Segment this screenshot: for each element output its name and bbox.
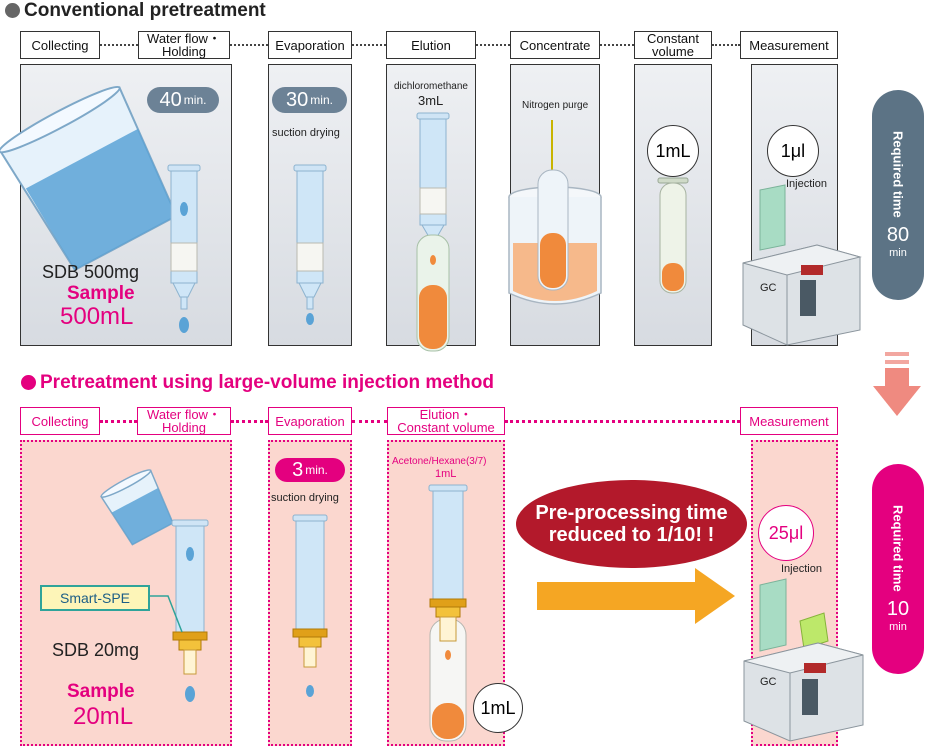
lvi-elution-solvent: Acetone/Hexane(3/7) (392, 456, 487, 467)
callout-leader-line (150, 595, 183, 633)
step-connector (100, 420, 137, 423)
lvi-elution-setup-icon (428, 484, 468, 742)
lvi-elution-volume: 1mL (435, 468, 457, 480)
step-connector (352, 420, 387, 423)
gc-instrument-icon (742, 184, 862, 346)
lvi-step-water-flow-holding: Water flow・ Holding (137, 407, 231, 435)
step-connector (231, 420, 268, 423)
step-collecting: Collecting (20, 31, 100, 59)
lvi-sample-label: Sample (67, 681, 135, 702)
lvi-gc-label: GC (760, 676, 777, 688)
step-elution: Elution (386, 31, 476, 59)
conventional-section-title: Conventional pretreatment (5, 0, 266, 22)
lvi-gc-instrument-icon (743, 578, 864, 742)
lvi-title-text: Pretreatment using large-volume injectio… (40, 372, 494, 393)
down-arrow-icon (873, 352, 921, 416)
conventional-title-text: Conventional pretreatment (24, 0, 266, 21)
step-water-flow-holding: Water flow・ Holding (138, 31, 230, 59)
step-constant-volume: Constant volume (634, 31, 712, 59)
lvi-step-collecting: Collecting (20, 407, 100, 435)
sample-volume: 500mL (60, 303, 134, 330)
lvi-step-measurement: Measurement (740, 407, 838, 435)
elution-solvent-label: dichloromethane (394, 81, 468, 92)
pink-bullet-icon (21, 375, 36, 390)
step-concentrate: Concentrate (510, 31, 600, 59)
injection-volume-circle: 1μl (767, 125, 819, 177)
vial-icon (657, 177, 689, 294)
small-beaker-icon (100, 469, 174, 546)
nitrogen-purge-label: Nitrogen purge (522, 100, 589, 111)
right-arrow-icon (537, 568, 735, 624)
lvi-injection-volume-circle: 25μl (758, 505, 814, 561)
nitrogen-purge-bath-icon (508, 120, 602, 305)
smart-spe-cartridge-icon (171, 519, 209, 702)
step-connector (712, 44, 740, 46)
step-connector (600, 44, 634, 46)
lvi-step-evaporation: Evaporation (268, 407, 352, 435)
smart-spe-label-box: Smart-SPE (40, 585, 150, 611)
sample-label: Sample (67, 283, 135, 304)
step-measurement: Measurement (740, 31, 838, 59)
required-time-10-badge: Required time 10 min (872, 464, 924, 674)
lvi-sample-volume: 20mL (73, 703, 134, 730)
elution-volume-label: 3mL (418, 93, 444, 108)
gc-label: GC (760, 282, 777, 294)
lvi-section-title: Pretreatment using large-volume injectio… (21, 372, 494, 394)
injection-label: Injection (786, 178, 827, 190)
step-connector (476, 44, 510, 46)
lvi-step-elution-constant-volume: Elution・ Constant volume (387, 407, 505, 435)
lvi-injection-label: Injection (781, 563, 822, 575)
constant-volume-circle: 1mL (647, 125, 699, 177)
step-connector (230, 44, 268, 46)
lvi-sorbent-label: SDB 20mg (52, 640, 140, 660)
step-connector (352, 44, 386, 46)
required-time-80-badge: Required time 80 min (872, 90, 924, 300)
step-evaporation: Evaporation (268, 31, 352, 59)
step-connector (505, 420, 740, 423)
spe-cartridge-icon (167, 164, 201, 333)
spe-cartridge-dry-icon (293, 164, 327, 325)
final-volume-circle: 1mL (473, 683, 523, 733)
elution-setup-icon (416, 112, 450, 352)
step-connector (100, 44, 138, 46)
beaker-pouring-icon (0, 85, 178, 272)
suction-drying-note: suction drying (272, 127, 340, 139)
lvi-suction-drying-note: suction drying (271, 492, 339, 504)
time-reduction-callout: Pre-processing time reduced to 1/10! ! (516, 480, 747, 568)
sorbent-label: SDB 500mg (42, 262, 140, 282)
lvi-spe-dry-icon (292, 514, 328, 697)
gray-bullet-icon (5, 3, 20, 18)
